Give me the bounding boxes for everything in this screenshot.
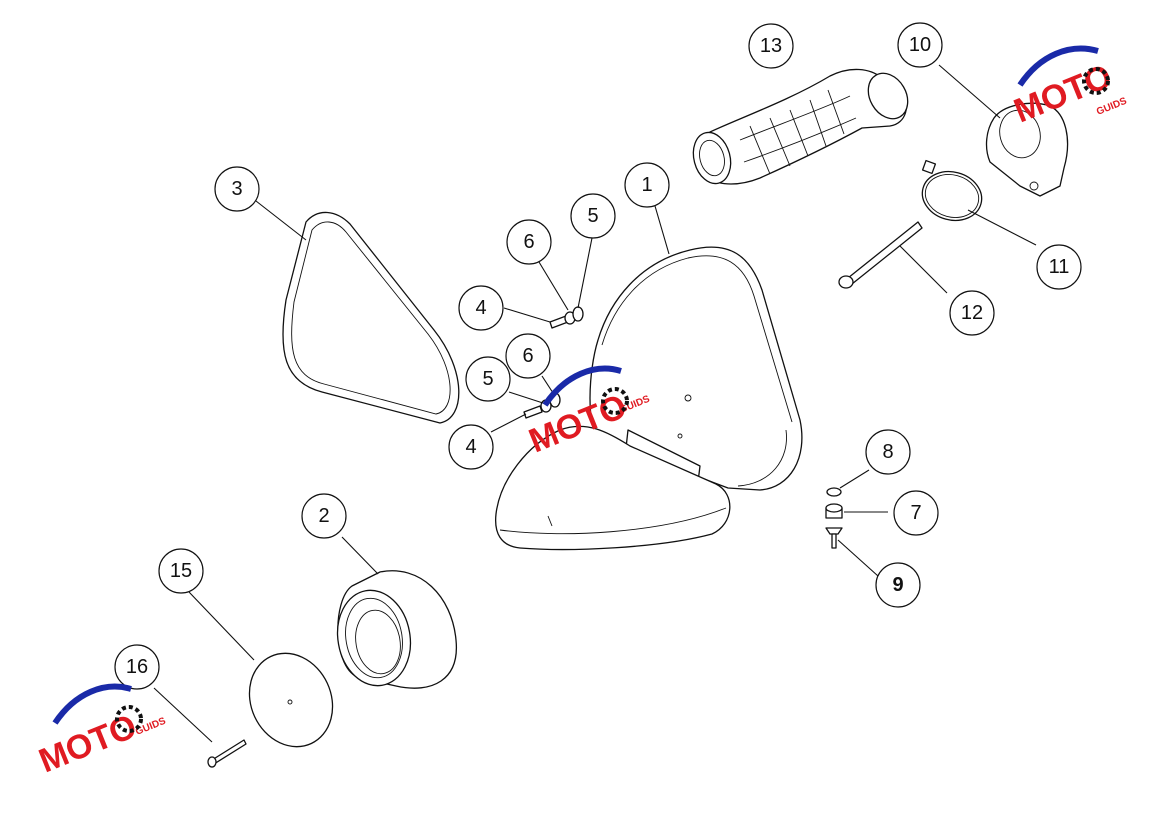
callout-9-label: 9	[892, 574, 903, 596]
hardware-upper-set	[549, 306, 584, 329]
callout-8-label: 8	[882, 441, 893, 463]
callout-6-upper: 6	[506, 219, 552, 265]
callout-13-label: 13	[760, 35, 782, 57]
callout-11-label: 11	[1049, 256, 1070, 278]
callout-4-lower: 4	[448, 424, 494, 470]
callout-16-label: 16	[126, 656, 148, 678]
callout-13: 13	[748, 23, 794, 69]
callout-5-lower-label: 5	[482, 368, 493, 390]
hardware-7-8-9	[825, 487, 843, 549]
part-16-bolt	[207, 739, 247, 768]
callout-8: 8	[865, 429, 911, 475]
part-12-long-stud	[838, 221, 923, 289]
callout-3: 3	[214, 166, 260, 212]
callout-6-upper-label: 6	[523, 231, 534, 253]
callout-3-label: 3	[231, 178, 242, 200]
callout-12: 12	[949, 290, 995, 336]
part-13-intake-hose	[692, 68, 909, 185]
part-3-gasket	[282, 211, 460, 424]
callout-5-upper: 5	[570, 193, 616, 239]
callout-7: 7	[893, 490, 939, 536]
watermark-logo-top-right: MOTO GUIDS	[1009, 45, 1129, 130]
callout-4-upper-label: 4	[475, 297, 486, 319]
callout-12-label: 12	[961, 302, 983, 324]
watermark-logo-bottom-left: MOTO GUIDS	[34, 683, 168, 780]
leader-lines	[153, 64, 1037, 743]
part-11-hose-clamp	[921, 159, 983, 222]
callout-6-lower-label: 6	[522, 345, 533, 367]
part-10-flange	[985, 102, 1069, 197]
part-15-cover-disc	[248, 652, 334, 748]
callout-10-label: 10	[909, 34, 931, 56]
callout-11: 11	[1036, 244, 1082, 290]
callout-16: 16	[114, 644, 160, 690]
callout-2: 2	[301, 493, 347, 539]
callout-4-lower-label: 4	[465, 436, 476, 458]
svg-text:MOTO: MOTO	[34, 707, 142, 780]
callout-4-upper: 4	[458, 285, 504, 331]
callout-10: 10	[897, 22, 943, 68]
callout-15: 15	[158, 548, 204, 594]
callout-1: 1	[624, 162, 670, 208]
callout-6-lower: 6	[505, 333, 551, 379]
callout-15-label: 15	[170, 560, 192, 582]
part-1-lid	[494, 425, 731, 551]
callout-1-label: 1	[641, 174, 652, 196]
callout-5-lower: 5	[465, 356, 511, 402]
callout-5-upper-label: 5	[587, 205, 598, 227]
callout-2-label: 2	[318, 505, 329, 527]
callout-9: 9	[875, 562, 921, 608]
part-2-filter-element	[336, 570, 457, 689]
callout-7-label: 7	[910, 502, 921, 524]
